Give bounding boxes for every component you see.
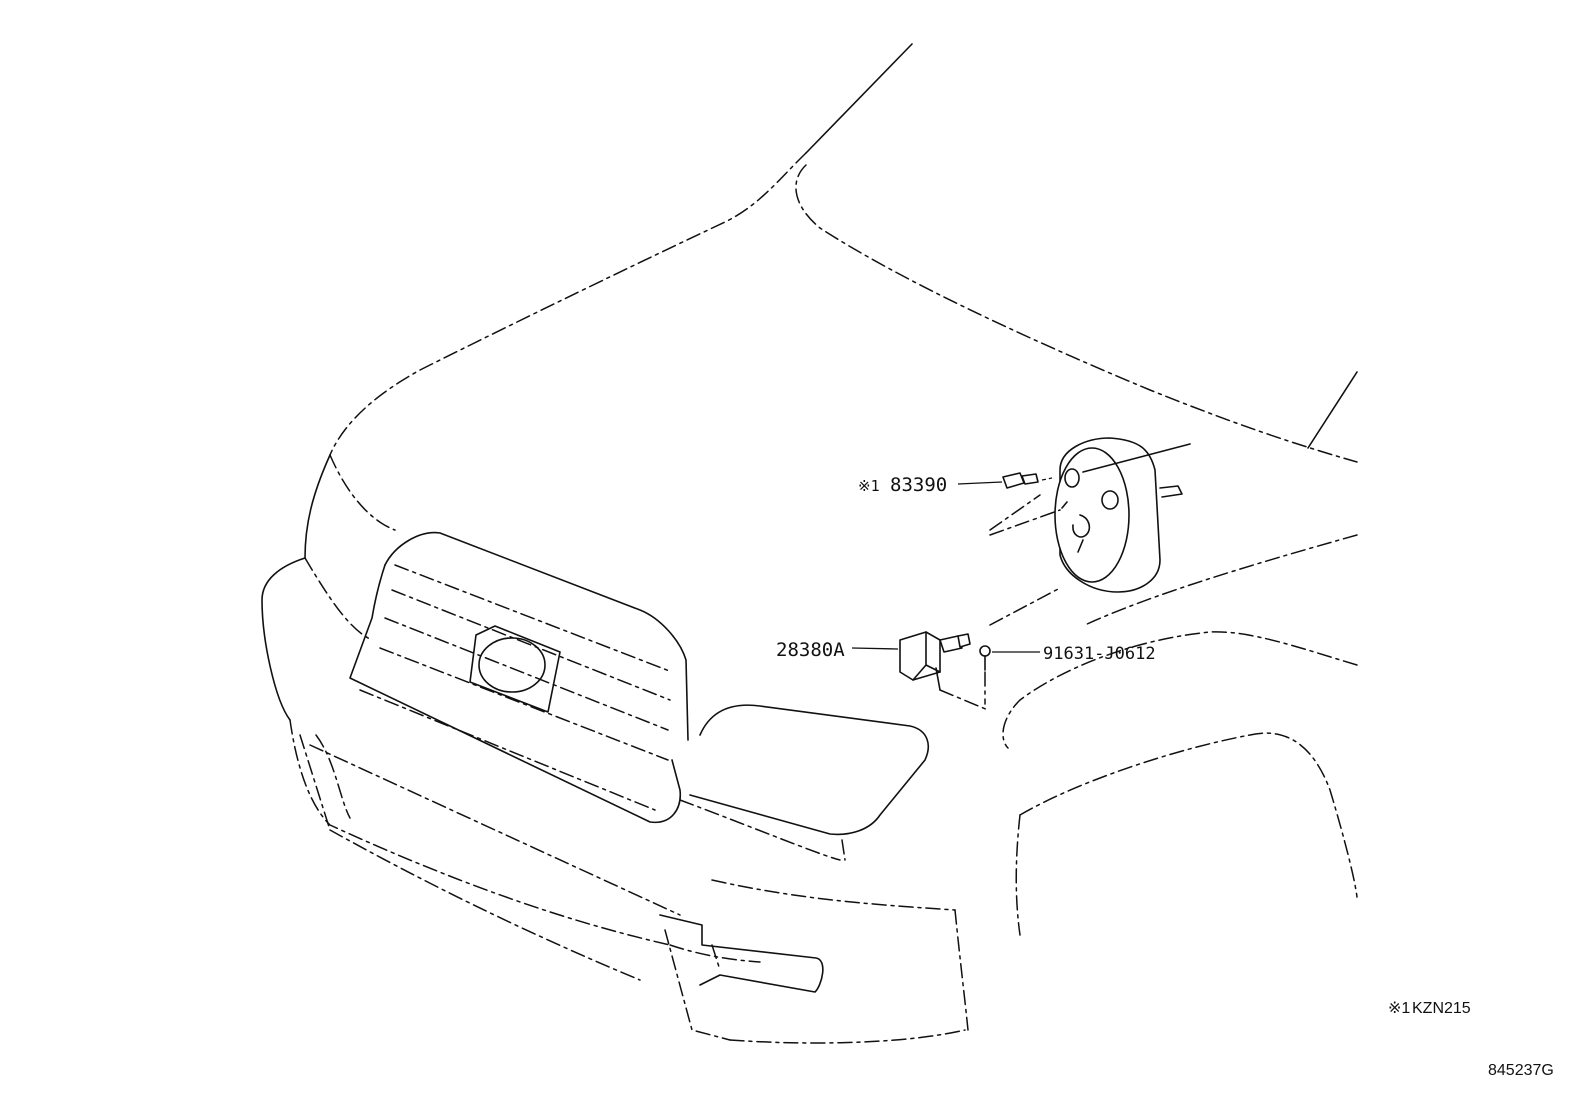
part-28380a-module — [851, 587, 1061, 711]
part-83390-sensor — [957, 472, 1053, 489]
footnote-text: KZN215 — [1412, 1000, 1471, 1017]
emblem — [469, 625, 561, 713]
part-91631-bolt — [979, 645, 1040, 705]
fog-light — [659, 914, 824, 1041]
callout-28380a: 28380A — [776, 639, 845, 661]
callout-91631-j0612: 91631-J0612 — [1043, 644, 1156, 664]
headlight — [689, 704, 929, 836]
callout-83390-prefix: ※1 — [858, 477, 880, 495]
diagram-id: 845237G — [1488, 1062, 1554, 1079]
footnote-marker: ※1 — [1388, 1000, 1410, 1017]
windshield-outline — [805, 43, 1358, 449]
callout-83390: 83390 — [890, 474, 947, 496]
front-grille — [349, 531, 689, 824]
fender — [1002, 631, 1358, 936]
brake-booster — [989, 437, 1191, 593]
hood-outline — [304, 152, 1358, 626]
